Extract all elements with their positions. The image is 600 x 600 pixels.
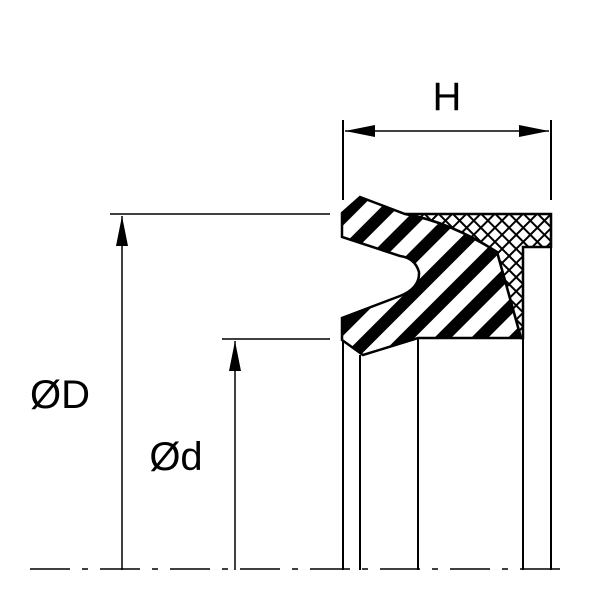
inner-diameter-dimension: Ød	[149, 338, 330, 570]
housing-lines	[342, 120, 552, 570]
outer-diameter-dimension: ØD	[30, 213, 330, 570]
outer-diameter-label: ØD	[30, 373, 90, 417]
seal-lip-profile	[340, 195, 523, 357]
inner-diameter-label: Ød	[149, 435, 202, 479]
height-label: H	[433, 75, 462, 119]
height-dimension: H	[345, 75, 549, 137]
